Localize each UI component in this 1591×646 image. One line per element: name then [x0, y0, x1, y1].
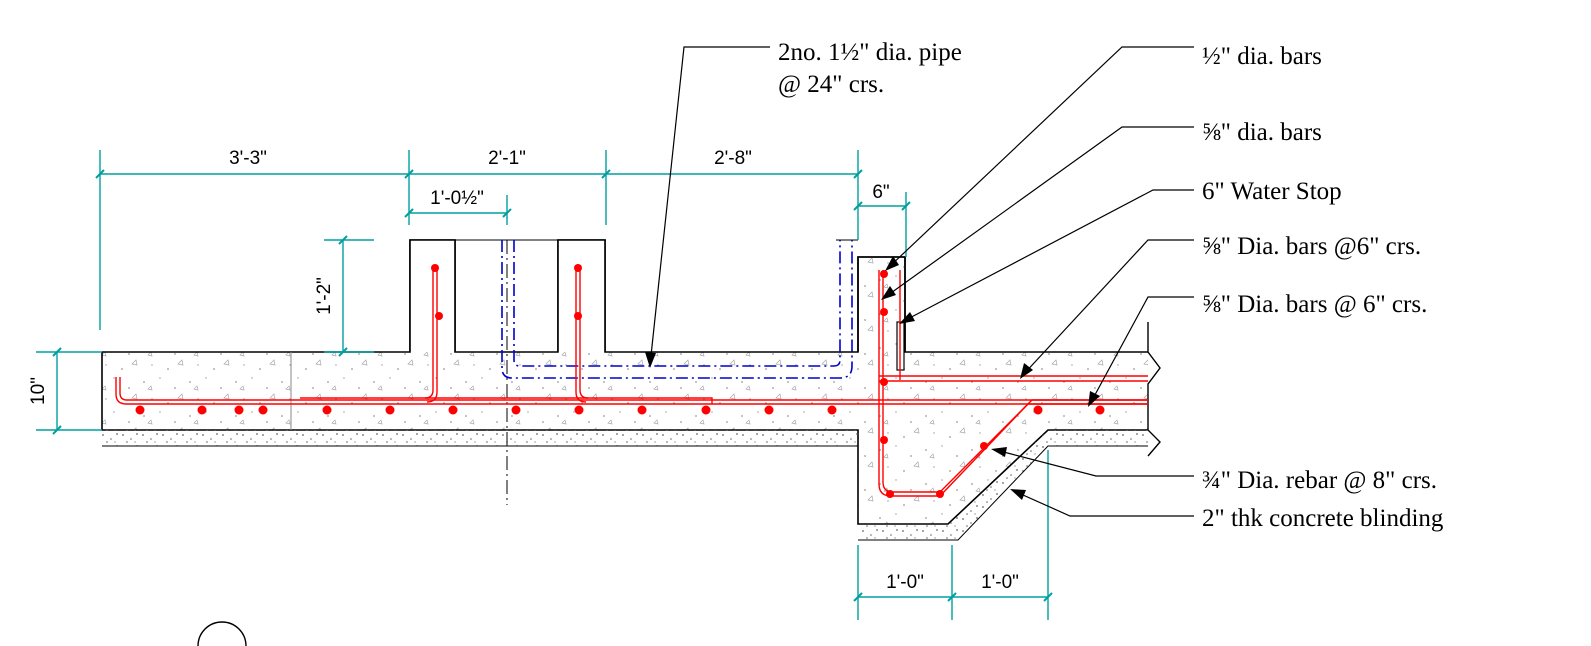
dim-3-3: 3'-3" [229, 148, 267, 169]
annotation-labels: 2no. 1½" dia. pipe @ 24" crs. ½" dia. ba… [778, 39, 1444, 532]
dim-1-0-right: 1'-0" [981, 572, 1019, 593]
label-half-bars: ½" dia. bars [1202, 43, 1322, 70]
dim-1-0-left: 1'-0" [886, 572, 924, 593]
label-pipe-line2: @ 24" crs. [778, 71, 884, 98]
dimension-lines [36, 150, 1053, 620]
rebar-dots [135, 264, 1105, 498]
label-pipe-line1: 2no. 1½" dia. pipe [778, 39, 962, 66]
label-blinding: 2" thk concrete blinding [1202, 505, 1444, 532]
label-five8-bars: ⅝" dia. bars [1202, 119, 1322, 146]
dimension-texts: 3'-3" 2'-1" 2'-8" 1'-0½" 6" 1'-2" 10" 1'… [28, 148, 1019, 593]
dim-2-1: 2'-1" [488, 148, 526, 169]
dim-1-2: 1'-2" [314, 277, 335, 315]
blinding-layer [102, 430, 1148, 541]
pipe [501, 240, 853, 379]
rebar [115, 265, 1148, 497]
dim-6: 6" [872, 182, 889, 203]
dim-2-8: 2'-8" [714, 148, 752, 169]
label-five8-6crs-b: ⅝" Dia. bars @ 6" crs. [1202, 291, 1427, 318]
dim-1-0-half: 1'-0½" [430, 188, 484, 209]
label-five8-6crs-a: ⅝" Dia. bars @6" crs. [1202, 233, 1421, 260]
section-marker [197, 621, 247, 646]
leader-lines [649, 46, 1194, 517]
label-rebar-34: ¾" Dia. rebar @ 8" crs. [1202, 467, 1437, 494]
leader-arrowheads [645, 256, 1100, 500]
dim-10: 10" [28, 377, 49, 405]
label-water-stop: 6" Water Stop [1202, 178, 1342, 205]
